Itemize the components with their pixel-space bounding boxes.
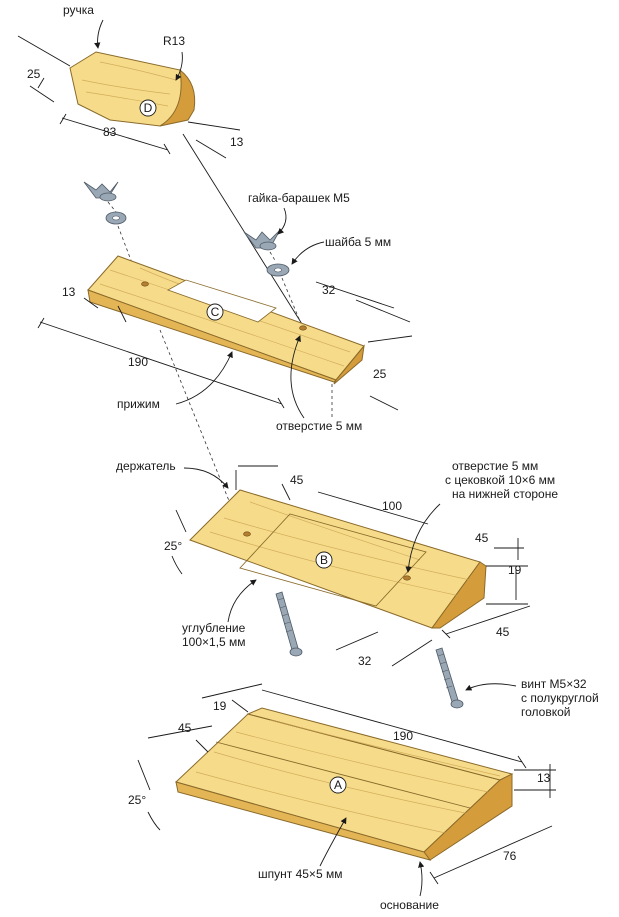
dim-a-76-lines: [429, 825, 553, 885]
alignment-line-d-c: [182, 133, 303, 325]
dim-b-100: 100: [382, 499, 402, 513]
label-hole-b-1: отверстие 5 мм: [452, 459, 538, 473]
wingnut-right: [243, 229, 281, 251]
dim-d-height: 25: [27, 67, 41, 81]
label-recess-2: 100×1,5 мм: [182, 635, 246, 649]
part-b-holder: B: [189, 489, 487, 629]
dim-d-width: 13: [230, 135, 244, 149]
part-c-hole-right: [299, 325, 307, 331]
label-screw-1: винт М5×32: [521, 677, 587, 691]
wingnut-left: [83, 181, 119, 202]
part-b-marker: [315, 551, 333, 569]
screw-left: [275, 591, 303, 657]
dim-c-length-lines: [37, 317, 285, 409]
label-clamp: прижим: [117, 397, 160, 411]
leader-radius: [175, 51, 183, 81]
dim-c-height-lines: [367, 335, 413, 411]
part-a-base: A: [175, 707, 514, 861]
axis-right-hardware: [269, 251, 303, 327]
label-hole-c: отверстие 5 мм: [276, 419, 362, 433]
label-base: основание: [380, 898, 439, 912]
dim-a-13-lines: [514, 764, 556, 798]
angle-a-lines: [137, 759, 161, 831]
dim-c-thickness-lines: [83, 297, 127, 323]
dim-b-45-top-lines: [235, 465, 291, 501]
dim-c-thickness: 13: [62, 285, 76, 299]
label-radius: R13: [163, 34, 185, 48]
leader-clamp: [175, 351, 233, 405]
label-hole-b-2: с цековкой 10×6 мм: [445, 473, 555, 487]
dim-b-45-bottom-lines: [441, 605, 531, 639]
part-b-letter: B: [320, 553, 328, 567]
label-holder: держатель: [116, 459, 176, 473]
part-a-groove-edge: [215, 741, 471, 809]
label-washer: шайба 5 мм: [325, 235, 391, 249]
angle-a: 25°: [128, 793, 146, 807]
dim-b-45-right: 45: [475, 531, 489, 545]
leader-groove: [319, 817, 347, 867]
leader-handle: [94, 19, 104, 49]
dim-d-height-lines: [17, 35, 71, 103]
dim-c-width-lines: [315, 281, 411, 323]
part-d-handle: D: [69, 51, 196, 127]
dim-b-100-lines: [317, 491, 429, 525]
dim-a-19-lines: [201, 683, 263, 713]
part-c-slot: [167, 279, 277, 323]
dim-d-width-lines: [187, 121, 241, 159]
dim-b-45-right-lines: [494, 538, 524, 560]
dim-a-19: 19: [213, 699, 227, 713]
part-a-letter: A: [334, 778, 342, 792]
dim-c-length: 190: [128, 355, 148, 369]
dim-b-45-bottom: 45: [496, 625, 510, 639]
washer-left: [105, 211, 127, 225]
label-screw-3: головкой: [521, 705, 570, 719]
leader-recess: [227, 579, 257, 623]
dim-a-76: 76: [503, 849, 517, 863]
leader-hole-b: [405, 503, 441, 573]
dim-a-45-lines: [147, 725, 213, 753]
label-hole-b-3: на нижней стороне: [452, 487, 558, 501]
dim-c-height: 25: [373, 367, 387, 381]
part-c-letter: C: [211, 305, 220, 319]
dim-d-length-lines: [59, 113, 171, 155]
dim-c-width: 32: [322, 283, 336, 297]
dim-b-19: 19: [508, 563, 522, 577]
leader-washer: [291, 241, 325, 265]
label-recess-1: углубление: [182, 621, 246, 635]
leader-screw: [465, 683, 517, 691]
axis-left-hardware: [107, 201, 141, 285]
angle-b-lines: [171, 509, 187, 575]
washer-right: [266, 263, 290, 277]
dim-a-190: 190: [393, 729, 413, 743]
label-groove: шпунт 45×5 мм: [258, 867, 342, 881]
part-d-letter: D: [144, 101, 153, 115]
leader-base: [418, 861, 425, 897]
dim-b-19-lines: [486, 565, 528, 605]
label-wingnut: гайка-барашек М5: [248, 191, 350, 205]
leader-hole-c: [290, 335, 305, 419]
part-b-recess: [239, 513, 427, 607]
label-screw-2: с полукруглой: [521, 691, 599, 705]
leader-holder: [183, 467, 229, 489]
dim-a-190-lines: [261, 689, 527, 769]
dim-b-32: 32: [358, 654, 372, 668]
part-d-marker: [139, 99, 157, 117]
part-a-marker: [329, 776, 347, 794]
label-handle: ручка: [63, 3, 94, 17]
dim-b-32-lines: [335, 631, 433, 667]
screw-right: [435, 647, 464, 709]
dim-a-13: 13: [537, 771, 551, 785]
part-b-hole-left: [243, 531, 251, 537]
part-b-hole-right: [403, 575, 411, 581]
part-c-hole-left: [141, 281, 149, 287]
leader-wingnut: [277, 207, 287, 235]
part-c-marker: [206, 303, 224, 321]
dim-b-45-top: 45: [290, 473, 304, 487]
dim-a-45: 45: [178, 721, 192, 735]
angle-b: 25°: [164, 539, 182, 553]
